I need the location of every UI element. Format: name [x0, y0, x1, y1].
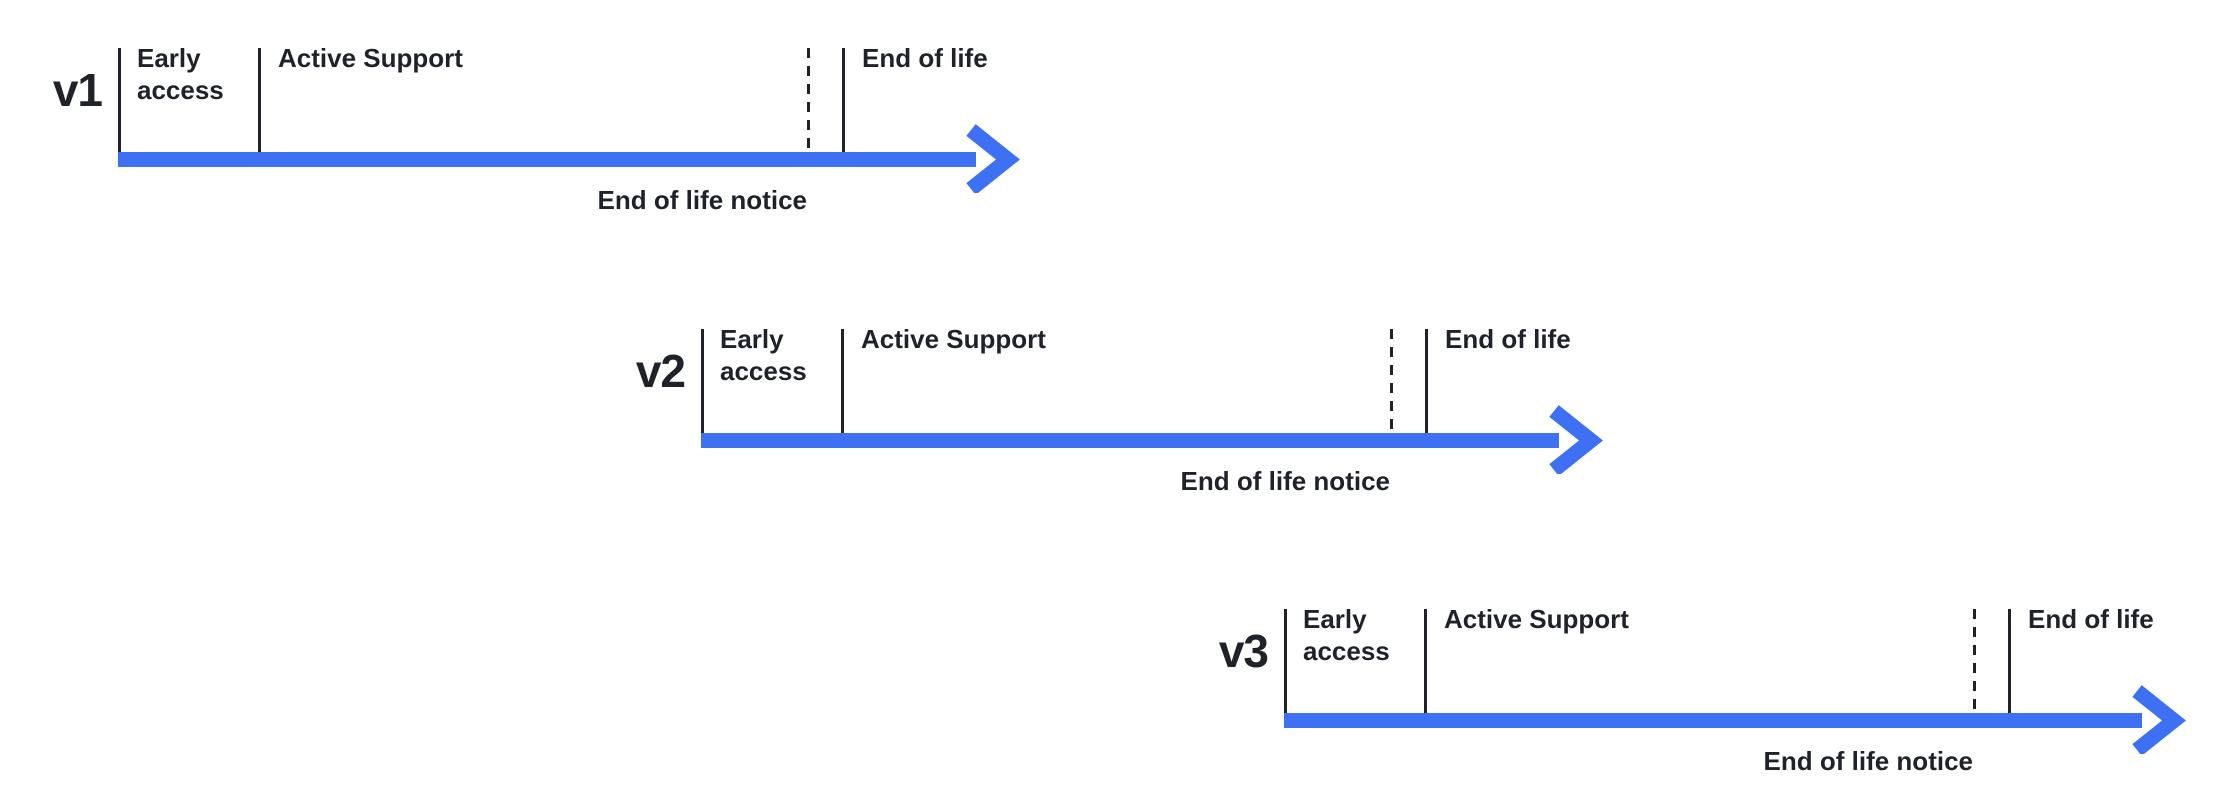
- timeline-row-v3: v3 Early access Active Support End of li…: [1184, 599, 2204, 779]
- early-access-label: Early access: [137, 43, 224, 105]
- timeline-graphic: [1284, 609, 2187, 754]
- timeline-row-v1: v1 Early access Active Support End of li…: [18, 38, 1038, 218]
- early-access-label: Early access: [720, 324, 807, 386]
- timeline-arrowhead-icon: [1549, 405, 1604, 474]
- active-support-label: Active Support: [278, 43, 463, 73]
- timeline-arrow-shaft: [118, 152, 976, 167]
- version-label: v2: [635, 345, 686, 397]
- timeline-arrowhead-icon: [966, 124, 1021, 193]
- timeline-arrowhead-icon: [2132, 685, 2187, 754]
- timeline-graphic: [118, 48, 1021, 193]
- end-of-life-label: End of life: [2028, 604, 2154, 634]
- timeline-graphic: [701, 329, 1604, 474]
- timeline-arrow-shaft: [701, 433, 1559, 448]
- end-of-life-label: End of life: [862, 43, 988, 73]
- end-of-life-notice-label: End of life notice: [1763, 746, 1973, 776]
- early-access-label: Early access: [1303, 604, 1390, 666]
- version-label: v1: [52, 64, 103, 116]
- version-label: v3: [1218, 625, 1269, 677]
- end-of-life-notice-label: End of life notice: [1180, 466, 1390, 496]
- end-of-life-label: End of life: [1445, 324, 1571, 354]
- active-support-label: Active Support: [1444, 604, 1629, 634]
- timeline-arrow-shaft: [1284, 713, 2142, 728]
- end-of-life-notice-label: End of life notice: [597, 185, 807, 215]
- active-support-label: Active Support: [861, 324, 1046, 354]
- timeline-row-v2: v2 Early access Active Support End of li…: [601, 319, 1621, 499]
